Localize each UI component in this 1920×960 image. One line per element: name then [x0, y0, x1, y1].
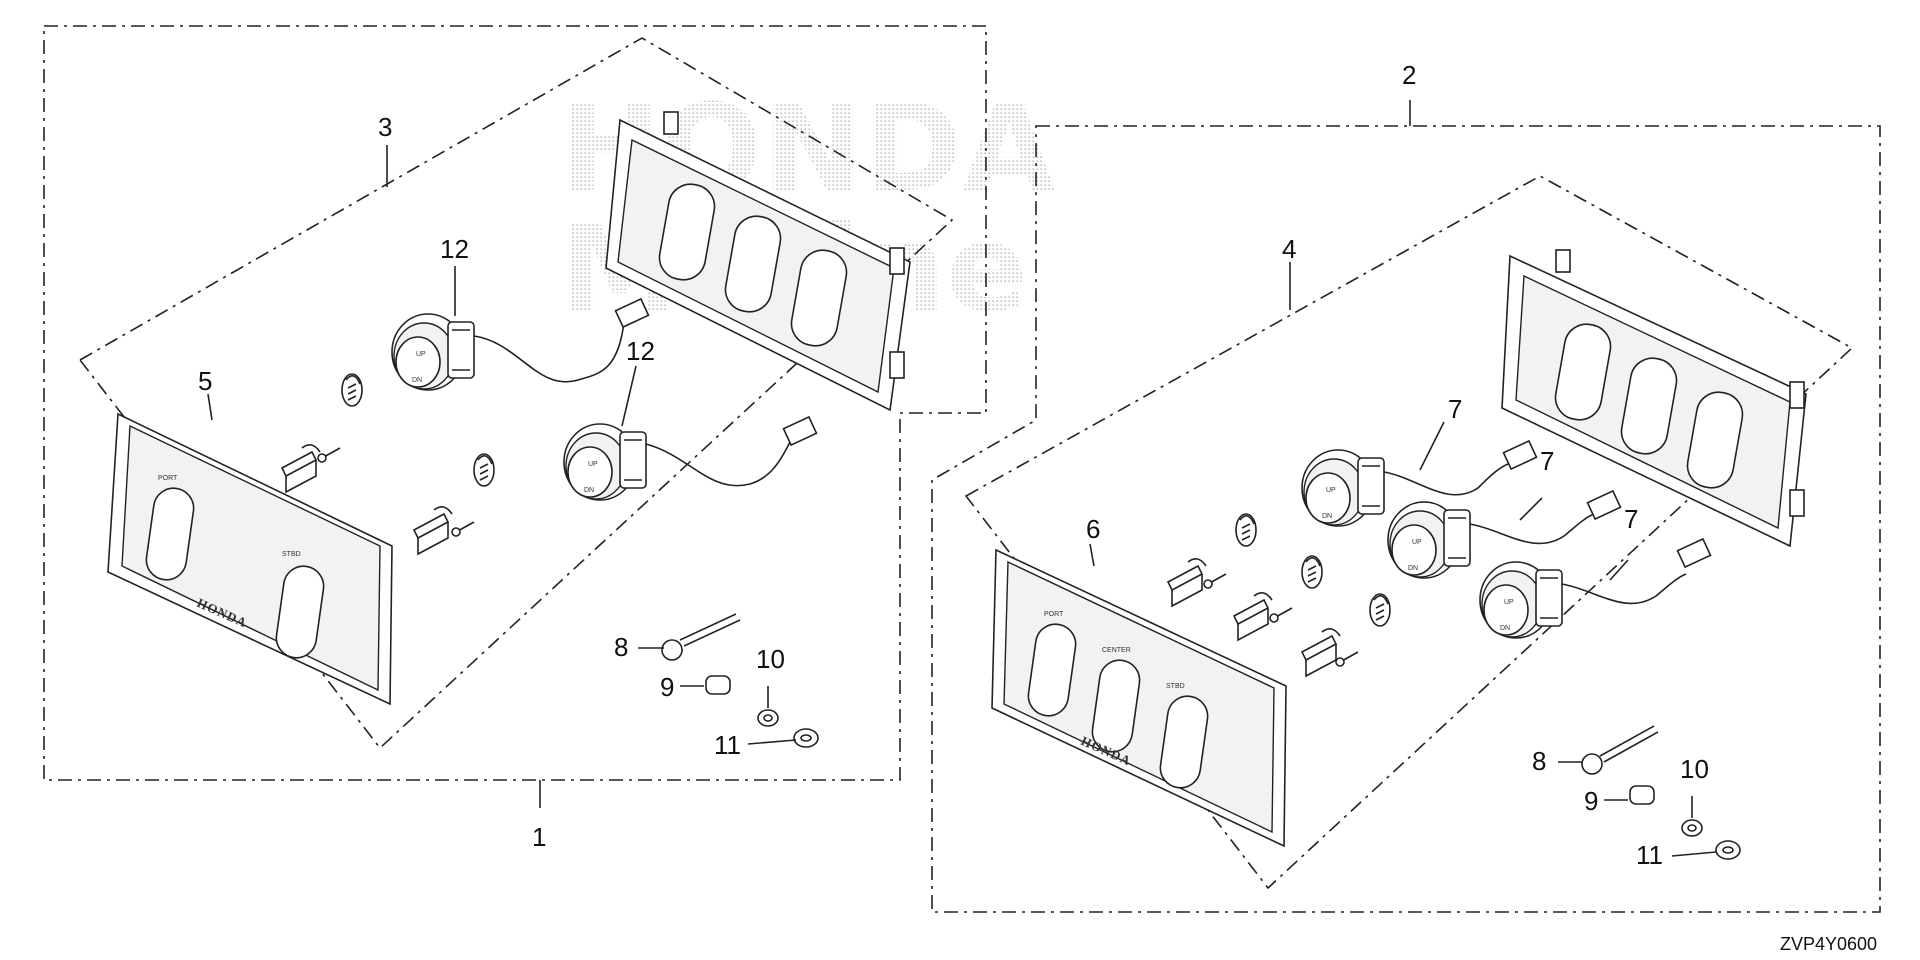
washer-10-right [1681, 819, 1703, 837]
switch-dn-mark: DN [1322, 513, 1332, 520]
switch-7-bottom: UP DN [1479, 537, 1712, 639]
callout-12-upper: 12 [440, 234, 469, 264]
switch-7-top: UP DN [1301, 439, 1538, 527]
callout-4: 4 [1282, 234, 1296, 264]
callout-12-lower: 12 [626, 336, 655, 366]
washer-11-right [1715, 840, 1741, 860]
callout-7-top: 7 [1448, 394, 1462, 424]
callout-5: 5 [198, 366, 212, 396]
assembly-2-boundary [931, 125, 1881, 913]
bolt-8-left [661, 613, 741, 661]
callout-6: 6 [1086, 514, 1100, 544]
panel-label-stbd: STBD [1166, 683, 1185, 690]
back-frame-right [1501, 249, 1807, 548]
washer-11-left [793, 728, 819, 748]
assembly-1-boundary [43, 25, 987, 781]
callout-2: 2 [1402, 60, 1416, 90]
panel-label-port: PORT [158, 475, 178, 482]
callout-7-middle: 7 [1540, 446, 1554, 476]
washer-10-left [757, 709, 779, 727]
callout-8-left: 8 [614, 632, 628, 662]
switch-up-mark: UP [1504, 599, 1514, 606]
switch-up-mark: UP [1326, 487, 1336, 494]
callout-10-right: 10 [1680, 754, 1709, 784]
switch-dn-mark: DN [412, 377, 422, 384]
switch-12-lower: UP DN [563, 415, 818, 501]
callout-9-right: 9 [1584, 786, 1598, 816]
switch-up-mark: UP [416, 351, 426, 358]
assembly-2: UP DN UP DN UP DN [931, 100, 1881, 913]
back-frame-left [605, 111, 911, 412]
callout-3: 3 [378, 112, 392, 142]
switch-up-mark: UP [588, 461, 598, 468]
switch-dn-mark: DN [1408, 565, 1418, 572]
bolt-8-right [1581, 725, 1659, 775]
grommet-9-left [705, 675, 731, 695]
front-panel-6: PORT CENTER STBD HONDA [991, 548, 1287, 848]
assembly-1: UP DN UP DN PORT STBD HONDA [43, 25, 987, 808]
callout-11-left: 11 [714, 730, 741, 760]
callout-10-left: 10 [756, 644, 785, 674]
switch-up-mark: UP [1412, 539, 1422, 546]
callout-1: 1 [532, 822, 546, 852]
panel-label-port: PORT [1044, 611, 1064, 618]
switch-dn-mark: DN [1500, 625, 1510, 632]
front-panel-5: PORT STBD HONDA [107, 412, 393, 706]
callout-9-left: 9 [660, 672, 674, 702]
grommet-9-right [1629, 785, 1655, 805]
switch-dn-mark: DN [584, 487, 594, 494]
panel-label-center: CENTER [1102, 647, 1131, 654]
callout-8-right: 8 [1532, 746, 1546, 776]
callout-11-right: 11 [1636, 840, 1663, 870]
panel-label-stbd: STBD [282, 551, 301, 558]
switch-12-upper: UP DN [391, 297, 650, 391]
diagram-code: ZVP4Y0600 [1780, 934, 1877, 954]
switch-7-middle: UP DN [1387, 489, 1622, 579]
callout-7-bottom: 7 [1624, 504, 1638, 534]
